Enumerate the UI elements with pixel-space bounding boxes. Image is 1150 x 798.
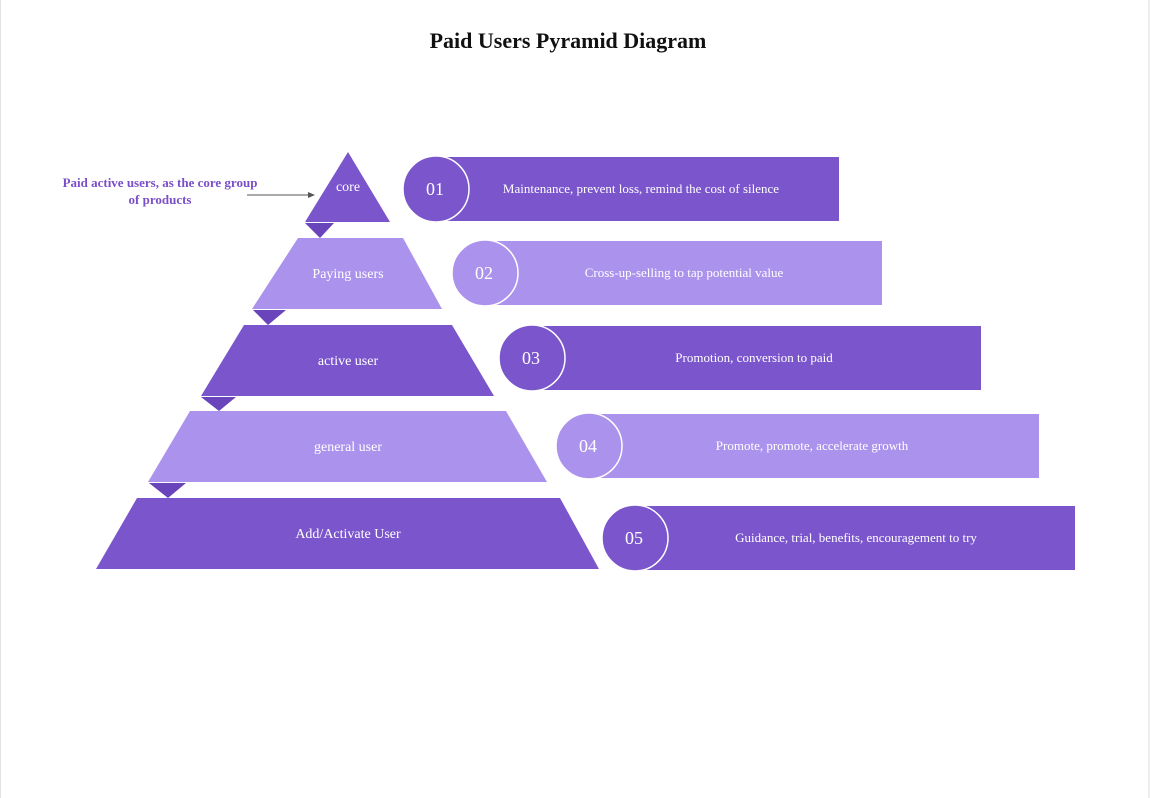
level-number: 05 <box>625 528 643 548</box>
level-number: 01 <box>426 179 444 199</box>
level-description: Cross-up-selling to tap potential value <box>585 265 784 280</box>
level-bar-3 <box>532 326 981 390</box>
tier-notch <box>305 223 334 238</box>
tier-notch <box>253 310 286 325</box>
level-number-circle <box>451 239 519 307</box>
pyramid-tier-label: general user <box>314 440 382 455</box>
pyramid-tier-label: active user <box>318 354 379 369</box>
level-bars: 01 Maintenance, prevent loss, remind the … <box>402 155 1075 572</box>
level-bar-5 <box>635 506 1075 570</box>
level-number: 02 <box>475 263 493 283</box>
diagram-title: Paid Users Pyramid Diagram <box>429 28 707 53</box>
pyramid-tier-label: core <box>336 180 360 195</box>
level-number: 03 <box>522 348 540 368</box>
level-number-circle <box>402 155 470 223</box>
level-description: Promotion, conversion to paid <box>675 350 833 365</box>
level-description: Maintenance, prevent loss, remind the co… <box>503 181 779 196</box>
pyramid-tier-1 <box>305 152 390 222</box>
level-bar-2 <box>485 241 882 305</box>
pyramid-tier-3 <box>201 325 494 396</box>
core-annotation: Paid active users, as the core group of … <box>62 175 258 207</box>
level-description: Promote, promote, accelerate growth <box>716 438 909 453</box>
left-edge-line <box>0 0 1 798</box>
level-number: 04 <box>579 436 597 456</box>
level-description: Guidance, trial, benefits, encouragement… <box>735 530 977 545</box>
pyramid-tier-2 <box>252 238 442 309</box>
level-number-circle <box>555 412 623 480</box>
pyramid-tier-5 <box>96 498 599 569</box>
tier-notch <box>149 483 186 498</box>
level-bar-4 <box>589 414 1039 478</box>
pyramid-tier-label: Add/Activate User <box>295 527 401 542</box>
level-number-circle <box>498 324 566 392</box>
pyramid-tier-label: Paying users <box>312 267 383 282</box>
pyramid-tier-4 <box>148 411 547 482</box>
tier-notch <box>201 397 236 411</box>
right-edge-line <box>1148 0 1150 798</box>
annotation-arrow <box>247 192 315 198</box>
level-number-circle <box>601 504 669 572</box>
level-bar-1 <box>436 157 839 221</box>
